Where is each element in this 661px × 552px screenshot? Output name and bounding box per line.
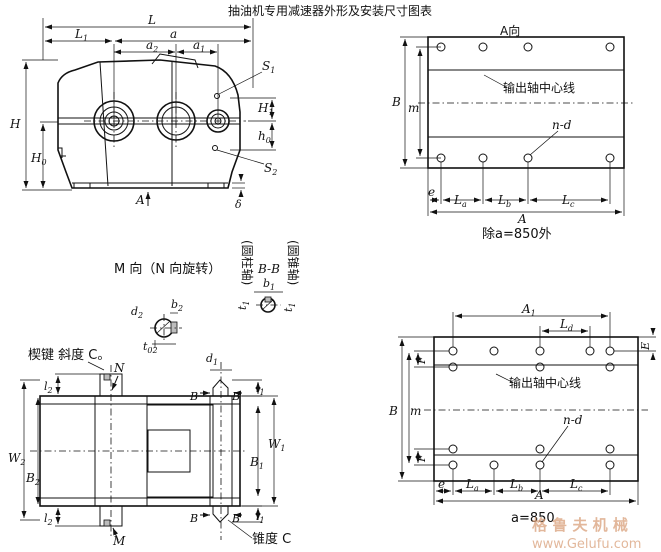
dim-F-top: F xyxy=(415,356,428,365)
dim-A-top: A xyxy=(517,212,527,226)
dim-W1: W1 xyxy=(268,437,285,453)
label-nd-bottom: n-d xyxy=(563,413,583,427)
dim-E: E xyxy=(639,342,652,351)
label-cone-axis: (圆锥轴) xyxy=(286,240,301,285)
label-b1: b1 xyxy=(263,277,275,292)
dim-Lc-bottom: Lc xyxy=(569,477,583,493)
label-M: M xyxy=(112,534,126,548)
dim-l1-top: l1 xyxy=(256,382,265,397)
label-b2: b2 xyxy=(171,298,183,313)
label-nd-top: n-d xyxy=(552,118,572,132)
watermark-cn: 格 鲁 夫 机 械 xyxy=(532,516,628,534)
label-t02: t02 xyxy=(143,340,158,355)
label-cyl-axis: (圆柱轴) xyxy=(240,240,255,285)
label-m-view: M 向（N 向旋转） xyxy=(114,261,221,277)
dim-F-bottom: F xyxy=(415,454,428,463)
label-d1: d1 xyxy=(206,352,218,367)
dim-e-top: e xyxy=(428,185,435,199)
front-view: L L1 a a2 a1 H H0 xyxy=(9,13,277,211)
label-key-slope: 楔键 斜度 C。 xyxy=(28,347,110,363)
label-output-axis-top: 输出轴中心线 xyxy=(503,80,575,95)
note-a-850: a=850 xyxy=(511,511,555,526)
dim-a1: a1 xyxy=(193,38,205,54)
label-N: N xyxy=(113,361,125,375)
dim-B1: B1 xyxy=(249,455,264,471)
dim-H: H xyxy=(9,117,21,131)
label-B-1: B xyxy=(189,390,198,403)
dim-Lb-top: Lb xyxy=(497,193,511,209)
dim-Ld: Ld xyxy=(559,317,573,333)
label-output-axis-bottom: 输出轴中心线 xyxy=(509,375,581,390)
label-t1: t1 xyxy=(236,300,251,310)
dim-B-top: B xyxy=(391,95,401,109)
dim-l1-bottom: l1 xyxy=(256,510,265,525)
top-plan-view: A向 输出轴中心线 n-d B m e La Lb Lc A 除a=850外 xyxy=(391,23,634,242)
page-title: 抽油机专用减速器外形及安装尺寸图表 xyxy=(228,3,432,18)
label-S2: S2 xyxy=(264,161,277,177)
dim-A1: A1 xyxy=(521,302,536,318)
dim-La-bottom: La xyxy=(465,477,479,493)
dim-Lc-top: Lc xyxy=(561,193,575,209)
dim-a2: a2 xyxy=(146,38,158,54)
dim-h0: h0 xyxy=(258,129,271,145)
label-d2: d2 xyxy=(131,305,143,320)
label-B-3: B xyxy=(189,512,198,525)
section-detail: M 向（N 向旋转） B-B (圆柱轴) (圆锥轴) t1 t1 b1 d2 b… xyxy=(114,240,301,355)
label-S1: S1 xyxy=(262,59,275,75)
label-A: A xyxy=(135,193,145,207)
label-bb: B-B xyxy=(257,262,280,276)
dim-e-bottom: e xyxy=(438,477,445,491)
watermark: 格 鲁 夫 机 械 www.Gelufu.com xyxy=(532,516,641,552)
dim-l2-top: l2 xyxy=(44,380,53,395)
dim-l2-bottom: l2 xyxy=(44,512,53,527)
dim-B-bottom: B xyxy=(388,404,398,418)
dim-W2: W2 xyxy=(8,451,25,467)
label-taper: 锥度 C xyxy=(252,531,291,547)
note-except-850: 除a=850外 xyxy=(482,227,552,242)
bottom-plan-view: 输出轴中心线 n-d A1 Ld E F F B m xyxy=(388,302,656,526)
plan-view: 楔键 斜度 C。 N M d1 B B B B 锥度 C xyxy=(8,347,291,548)
dim-L: L xyxy=(147,13,156,27)
dim-B2: B2 xyxy=(25,471,40,487)
watermark-url: www.Gelufu.com xyxy=(532,537,641,552)
dim-Lb-bottom: Lb xyxy=(509,477,523,493)
dim-m-top: m xyxy=(408,101,419,115)
dim-L1: L1 xyxy=(74,27,88,43)
label-a-direction: A向 xyxy=(500,23,520,38)
label-B-2: B xyxy=(231,390,240,403)
dim-delta: δ xyxy=(235,198,242,211)
dim-H0: H0 xyxy=(30,151,47,167)
label-B-4: B xyxy=(231,512,240,525)
dim-La-top: La xyxy=(453,193,467,209)
dim-A-bottom: A xyxy=(534,488,544,502)
dim-m-bottom: m xyxy=(410,404,421,418)
dim-H1: H1 xyxy=(257,101,274,117)
dim-a: a xyxy=(170,27,177,41)
label-t1-right: t1 xyxy=(282,302,297,312)
